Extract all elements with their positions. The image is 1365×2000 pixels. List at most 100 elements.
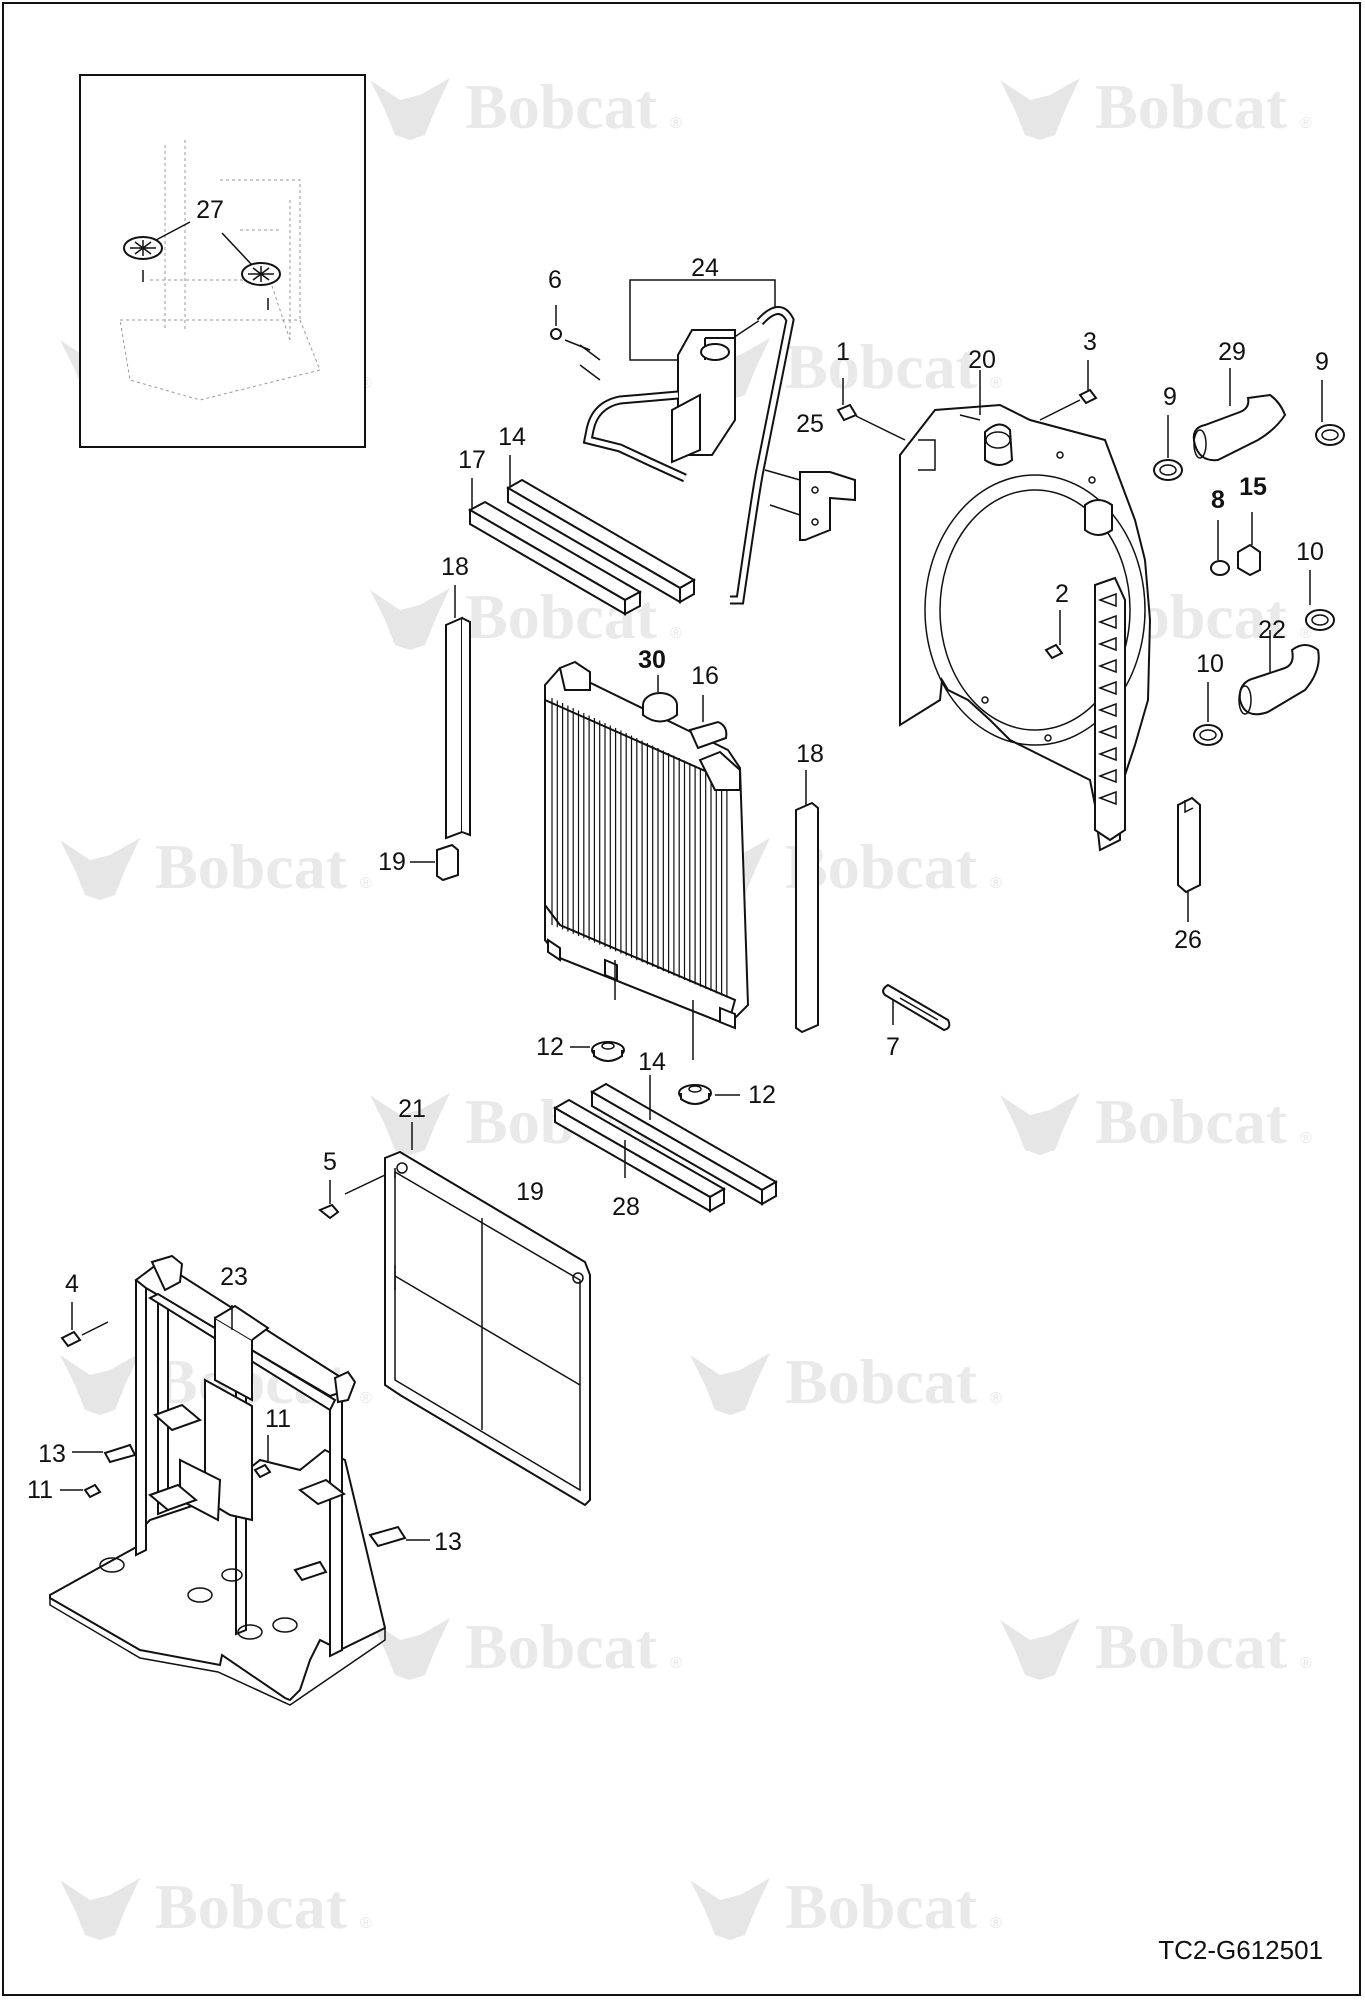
reservoir-bracket xyxy=(764,469,856,541)
hose-clamp-icon xyxy=(1315,380,1345,446)
callout-23: 23 xyxy=(220,1263,248,1291)
drawing-code: TC2-G612501 xyxy=(1158,1935,1323,1965)
grommet-icon xyxy=(123,236,163,282)
shroud-tab-shape xyxy=(1097,746,1117,762)
watermark-logo-icon xyxy=(60,1353,140,1415)
radiator-core xyxy=(544,660,750,1060)
callout-16: 16 xyxy=(691,662,719,690)
watermark-registered-mark: ® xyxy=(1300,1655,1312,1672)
bolt-icon xyxy=(1039,360,1098,421)
debris-screen xyxy=(344,1122,591,1507)
bolt-icon xyxy=(60,1483,102,1499)
seal-strip-left xyxy=(410,585,471,882)
callout-12b: 12 xyxy=(748,1081,776,1109)
callout-13a: 13 xyxy=(38,1440,66,1468)
shroud-tab-shape xyxy=(1097,592,1117,608)
watermark-text: Bobcat xyxy=(465,71,658,142)
grommet-icon xyxy=(570,1041,625,1062)
shroud-tab-shape xyxy=(1097,658,1117,674)
callout-29: 29 xyxy=(1218,338,1246,366)
callout-18a: 18 xyxy=(441,553,469,581)
callout-7: 7 xyxy=(886,1033,900,1061)
shroud-tab-shape xyxy=(1097,614,1117,630)
watermark-text: Bobcat xyxy=(155,831,348,902)
watermark-registered-mark: ® xyxy=(670,625,682,642)
callout-10b: 10 xyxy=(1196,650,1224,678)
callout-19a: 19 xyxy=(378,848,406,876)
coolant-reservoir xyxy=(579,279,795,605)
watermark-registered-mark: ® xyxy=(360,875,372,892)
watermark-logo-icon xyxy=(370,588,450,650)
watermark-registered-mark: ® xyxy=(670,115,682,132)
lower-hose xyxy=(1238,630,1320,716)
hose-clamp-icon xyxy=(1193,682,1223,746)
seal-strip-right xyxy=(795,770,819,1034)
watermark-logo-icon xyxy=(690,1878,770,1940)
callout-2: 2 xyxy=(1055,580,1069,608)
watermark-text: Bobcat xyxy=(155,1871,348,1942)
bolt-icon xyxy=(836,378,906,441)
fan-shroud xyxy=(899,370,1152,852)
watermark-registered-mark: ® xyxy=(990,1390,1002,1407)
hose-clamp-icon xyxy=(1210,520,1230,576)
callout-14b: 14 xyxy=(638,1048,666,1076)
callout-19b: 19 xyxy=(516,1178,544,1206)
watermark-logo-icon xyxy=(60,838,140,900)
shroud-tab-shape xyxy=(1097,702,1117,718)
watermark-registered-mark: ® xyxy=(1300,1130,1312,1147)
watermark-logo-icon xyxy=(690,1353,770,1415)
callout-11a: 11 xyxy=(265,1405,291,1433)
callout-21: 21 xyxy=(398,1095,426,1123)
edge-seal-strip xyxy=(1177,796,1201,922)
watermark-registered-mark: ® xyxy=(1300,625,1312,642)
hose-clamp-icon xyxy=(1153,415,1183,481)
callout-1: 1 xyxy=(836,338,850,366)
callout-6: 6 xyxy=(548,266,562,294)
shroud-tab-shape xyxy=(1097,680,1117,696)
callout-15: 15 xyxy=(1239,473,1267,501)
watermark-logo-icon xyxy=(370,1093,450,1155)
watermark-logo-icon xyxy=(370,1618,450,1680)
watermark-registered-mark: ® xyxy=(360,1390,372,1407)
callout-27: 27 xyxy=(196,196,224,224)
watermark-logo-icon xyxy=(1000,1093,1080,1155)
grommet-icon xyxy=(241,262,281,310)
callout-30: 30 xyxy=(638,646,666,674)
bolt-icon xyxy=(60,1302,109,1348)
callout-9b: 9 xyxy=(1315,348,1329,376)
callout-17: 17 xyxy=(458,446,486,474)
watermark-text: Bobcat xyxy=(785,331,978,402)
bolt-icon xyxy=(253,1435,272,1479)
watermark-logo-icon xyxy=(370,78,450,140)
watermark-registered-mark: ® xyxy=(990,375,1002,392)
callout-13b: 13 xyxy=(434,1528,462,1556)
radiator-support-frame xyxy=(49,1254,407,1706)
callout-4: 4 xyxy=(65,1270,79,1298)
watermark-text: Bobcat xyxy=(785,1346,978,1417)
bolt-icon xyxy=(1044,610,1064,660)
callout-10a: 10 xyxy=(1296,538,1324,566)
watermark-registered-mark: ® xyxy=(990,875,1002,892)
callout-11b: 11 xyxy=(27,1476,53,1504)
callout-25: 25 xyxy=(796,410,824,438)
watermark-logo-icon xyxy=(60,1878,140,1940)
watermark-registered-mark: ® xyxy=(990,1915,1002,1932)
watermark-registered-mark: ® xyxy=(360,1915,372,1932)
watermark-text: Bobcat xyxy=(785,1871,978,1942)
callout-26: 26 xyxy=(1174,926,1202,954)
wing-nut-icon xyxy=(318,1180,340,1220)
callout-22: 22 xyxy=(1258,616,1286,644)
inset-box: 27 xyxy=(79,74,366,448)
callout-8: 8 xyxy=(1211,486,1225,514)
watermark-text: Bobcat xyxy=(1095,71,1288,142)
shroud-tab-shape xyxy=(1097,724,1117,740)
upper-hose xyxy=(1192,368,1287,462)
shroud-tab-shape xyxy=(1097,790,1117,806)
callout-12a: 12 xyxy=(536,1033,564,1061)
callout-5: 5 xyxy=(323,1148,337,1176)
seal-strip-top xyxy=(467,455,697,616)
shroud-tab-shape xyxy=(1097,768,1117,784)
fitting-icon xyxy=(1237,512,1261,577)
watermark-text: Bobcat xyxy=(1095,1086,1288,1157)
